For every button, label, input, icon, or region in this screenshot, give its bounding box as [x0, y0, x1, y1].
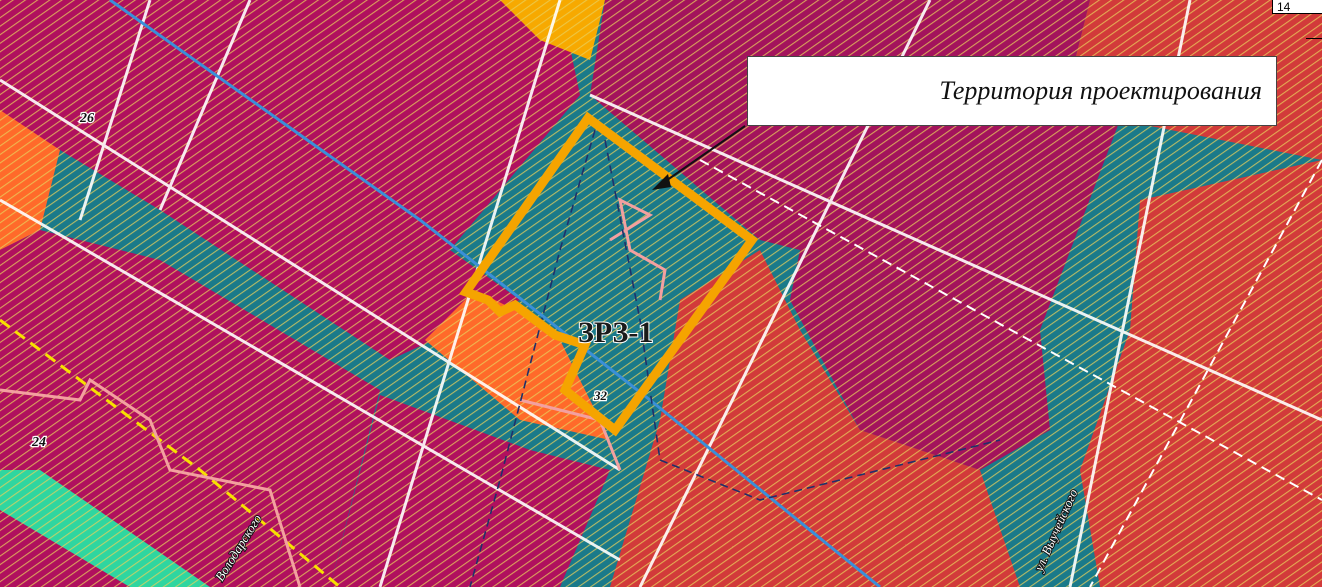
- callout-text: Территория проектирования: [939, 76, 1262, 105]
- dashed-dark-lines: [469, 129, 1001, 587]
- block-number-26: 26: [79, 111, 94, 126]
- project-boundary[interactable]: [458, 111, 759, 437]
- page-rule: [1306, 38, 1322, 39]
- project-territory-callout: Территория проектирования: [747, 56, 1277, 126]
- yellow-dashed-line: [0, 318, 341, 587]
- arrow-icon: [652, 125, 746, 190]
- road-dashed-lines: [699, 159, 1322, 587]
- block-number-32: 32: [593, 388, 608, 403]
- block-number-24: 24: [31, 435, 46, 450]
- blue-line: [109, 0, 881, 587]
- page-number: 14: [1272, 0, 1322, 14]
- zone-label: ЗРЗ-1: [578, 316, 653, 349]
